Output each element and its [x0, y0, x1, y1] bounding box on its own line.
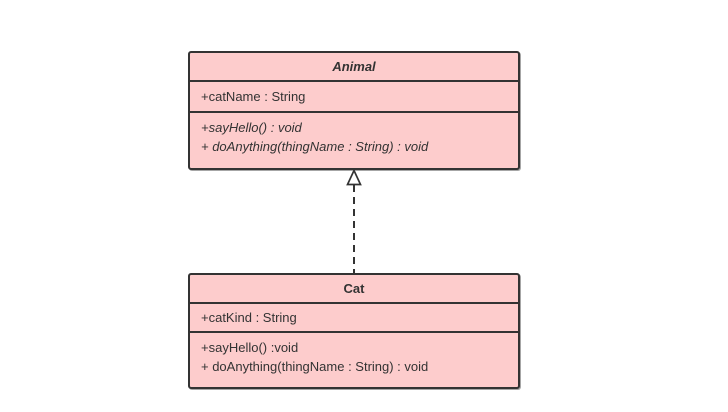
cat-method-doanything: + doAnything(thingName : String) : void — [201, 359, 429, 374]
hollow-triangle-arrowhead-icon — [346, 168, 362, 186]
class-name-cat: Cat — [190, 275, 518, 304]
realization-arrow[interactable] — [344, 168, 364, 278]
cat-attributes-section: +catKind : String — [190, 304, 518, 333]
class-box-cat[interactable]: Cat +catKind : String +sayHello() :void … — [188, 273, 520, 389]
class-name-animal: Animal — [190, 53, 518, 82]
animal-method-sayhello: +sayHello() : void — [201, 120, 302, 135]
animal-methods-section: +sayHello() : void + doAnything(thingNam… — [190, 113, 518, 156]
animal-attribute-catname: +catName : String — [201, 89, 306, 104]
animal-attributes-section: +catName : String — [190, 82, 518, 113]
animal-method-doanything: + doAnything(thingName : String) : void — [201, 139, 429, 154]
cat-methods-section: +sayHello() :void + doAnything(thingName… — [190, 333, 518, 376]
cat-attribute-catkind: +catKind : String — [201, 310, 297, 325]
cat-method-sayhello: +sayHello() :void — [201, 340, 299, 355]
class-box-animal[interactable]: Animal +catName : String +sayHello() : v… — [188, 51, 520, 170]
